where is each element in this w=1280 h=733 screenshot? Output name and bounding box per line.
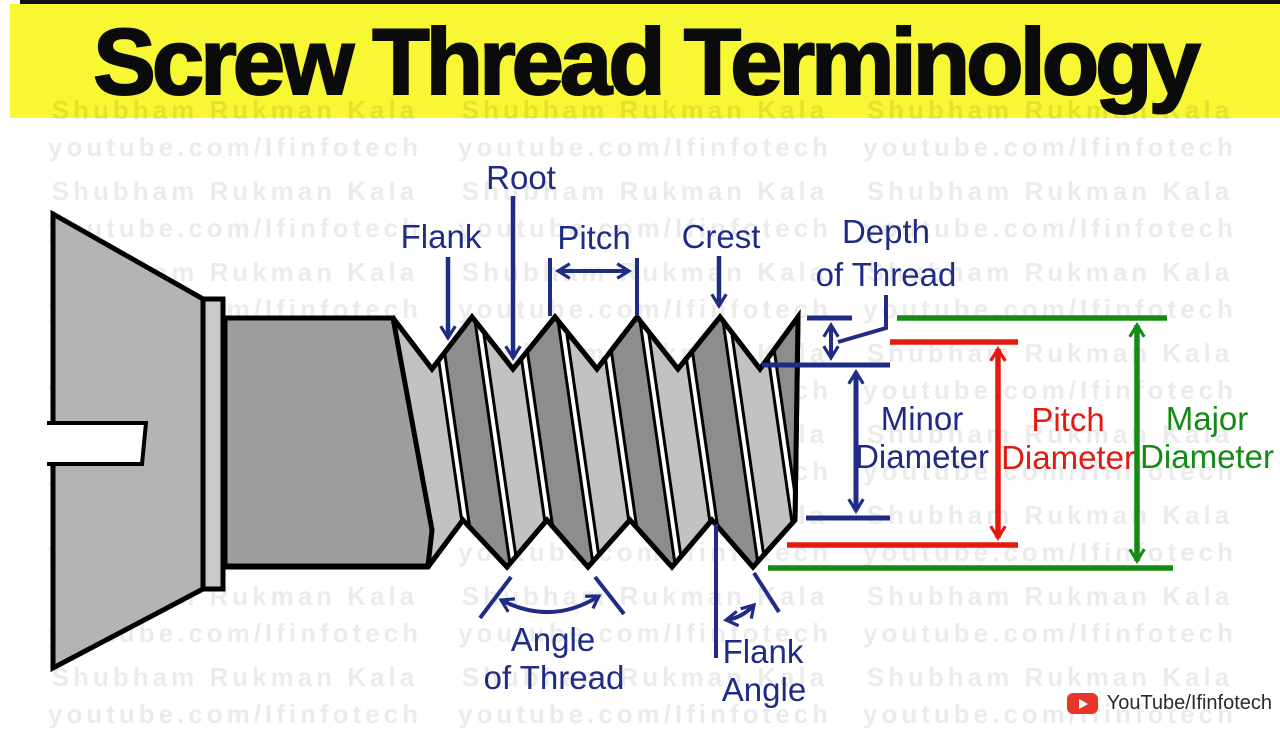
pitch-label: Pitch bbox=[557, 219, 630, 256]
thread-dark-flank bbox=[604, 317, 678, 567]
thread-dark-flank bbox=[520, 317, 596, 567]
angle-arc-arrow bbox=[498, 594, 602, 615]
flank-angle-callout bbox=[714, 524, 781, 658]
top-border-line bbox=[20, 0, 1280, 4]
flank-angle-label-line2: Angle bbox=[722, 671, 806, 708]
flank-angle-arc-arrow bbox=[722, 602, 757, 628]
minor-diameter-dimension bbox=[806, 368, 890, 521]
depth-of-thread-callout bbox=[762, 295, 890, 368]
major-diameter-label-line2: Diameter bbox=[1140, 438, 1274, 475]
angle-of-thread-callout bbox=[478, 575, 626, 620]
channel-name: YouTube/Ifinfotech bbox=[1106, 692, 1272, 714]
pitch-diameter-dimension bbox=[787, 339, 1018, 548]
screw-head-collar bbox=[200, 296, 226, 592]
angle-tick-right bbox=[593, 575, 626, 616]
diagram-labels: Root Flank Pitch Crest Depth of Thread M… bbox=[401, 159, 1274, 708]
thread-helix-line bbox=[470, 317, 522, 567]
thread-helix-line bbox=[428, 317, 480, 567]
screw-shank-neck bbox=[222, 315, 435, 569]
channel-badge: YouTube/Ifinfotech bbox=[1066, 692, 1272, 715]
pitch-diameter-label-line1: Pitch bbox=[1031, 401, 1104, 438]
depth-of-thread-label-line1: Depth bbox=[842, 213, 930, 250]
thread-dark-flank bbox=[437, 317, 513, 567]
angle-tick-left bbox=[478, 575, 513, 620]
thread-helix-line bbox=[553, 317, 605, 567]
major-diameter-label-line1: Major bbox=[1166, 400, 1249, 437]
pitch-callout bbox=[548, 258, 639, 316]
flank-label: Flank bbox=[401, 218, 482, 255]
thread-dark-flank bbox=[767, 317, 798, 567]
depth-leader-line bbox=[837, 295, 888, 344]
title-banner: Screw Thread Terminology bbox=[10, 4, 1280, 118]
thread-helix-line bbox=[511, 317, 563, 567]
crest-label: Crest bbox=[682, 218, 761, 255]
thread-helix-line bbox=[635, 317, 687, 567]
screw-body bbox=[47, 209, 801, 673]
angle-of-thread-label-line2: of Thread bbox=[484, 659, 625, 696]
thread-dark-flank bbox=[685, 317, 761, 567]
pitch-diameter-label-line2: Diameter bbox=[1001, 439, 1135, 476]
flank-angle-label-line1: Flank bbox=[723, 633, 804, 670]
flank-angle-tick bbox=[752, 571, 781, 614]
minor-diameter-label-line1: Minor bbox=[881, 400, 964, 437]
youtube-play-icon bbox=[1066, 693, 1098, 714]
page-title: Screw Thread Terminology bbox=[92, 8, 1202, 115]
callouts-navy bbox=[439, 196, 890, 658]
major-diameter-dimension bbox=[768, 315, 1173, 571]
thread-helix-line bbox=[718, 317, 770, 567]
angle-of-thread-label-line1: Angle bbox=[511, 621, 595, 658]
thread-helix-line bbox=[676, 317, 728, 567]
root-label: Root bbox=[486, 159, 556, 196]
play-triangle-icon bbox=[1078, 698, 1088, 709]
screw-head-slot bbox=[47, 421, 149, 466]
depth-of-thread-label-line2: of Thread bbox=[816, 256, 957, 293]
minor-diameter-label-line2: Diameter bbox=[855, 438, 989, 475]
thread-helix-line bbox=[595, 317, 647, 567]
